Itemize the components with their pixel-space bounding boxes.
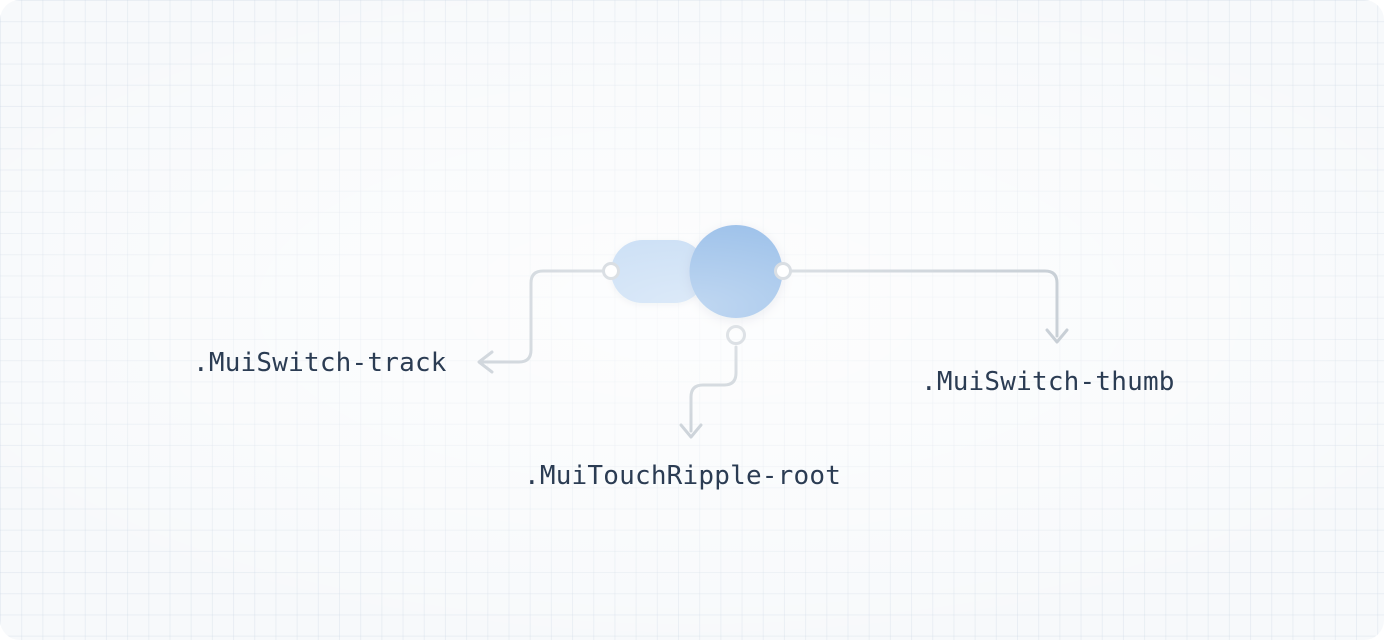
anchor-dot-ripple[interactable] bbox=[726, 325, 746, 345]
switch-thumb[interactable] bbox=[689, 225, 783, 318]
label-mui-switch-thumb: .MuiSwitch-thumb bbox=[921, 367, 1175, 397]
anchor-dot-thumb[interactable] bbox=[774, 262, 792, 280]
connector-line-ripple bbox=[689, 345, 738, 433]
label-mui-switch-track: .MuiSwitch-track bbox=[193, 348, 447, 378]
connector-line-thumb bbox=[781, 269, 1059, 338]
connector-line-track bbox=[480, 269, 613, 364]
anchor-dot-track[interactable] bbox=[602, 262, 620, 280]
label-mui-touch-ripple-root: .MuiTouchRipple-root bbox=[524, 461, 842, 491]
